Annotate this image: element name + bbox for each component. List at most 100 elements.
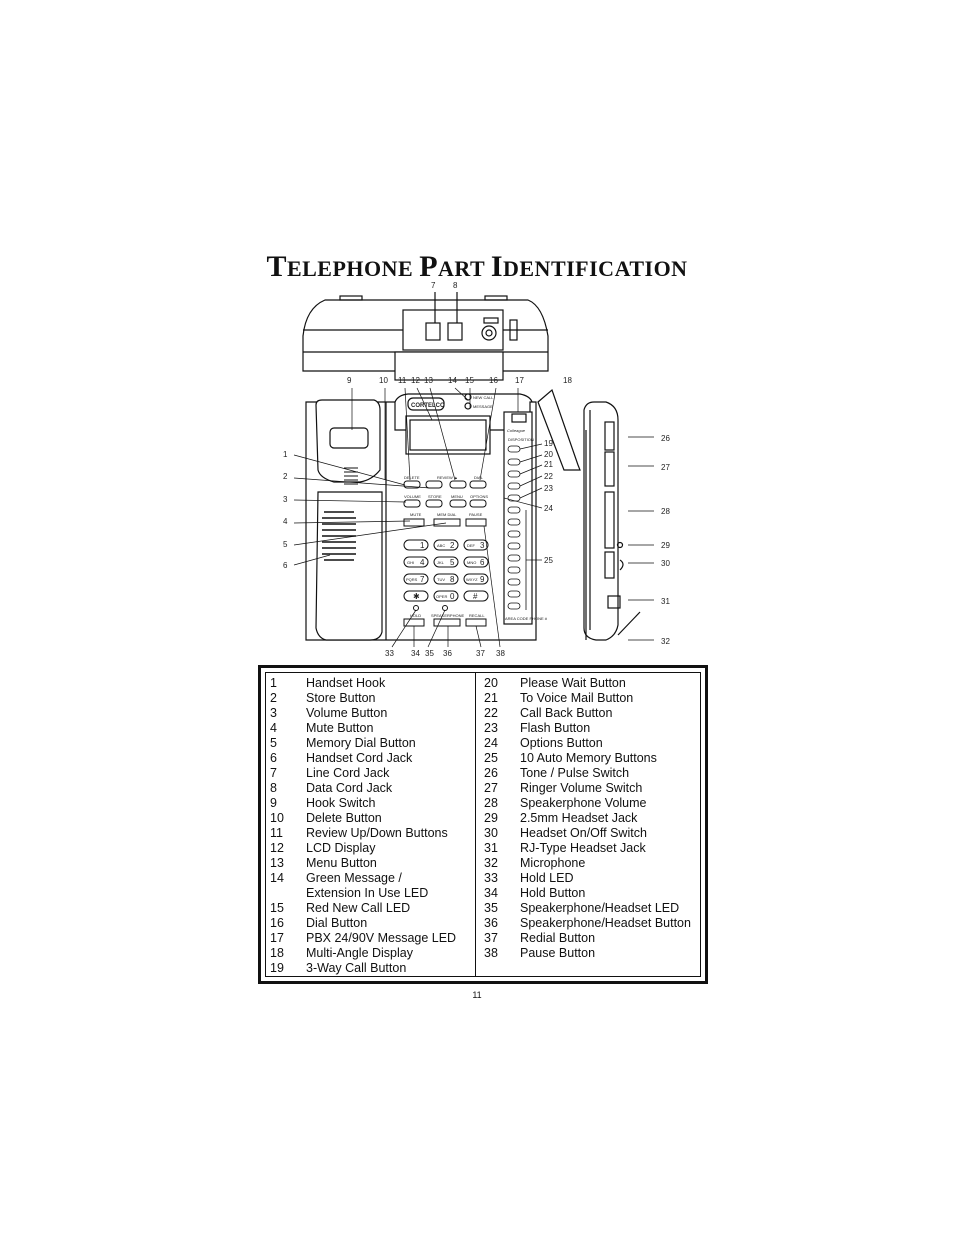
key-digit: 0 — [450, 592, 455, 601]
title-rest: ELEPHONE — [286, 256, 414, 281]
svg-text:WXYZ: WXYZ — [466, 577, 478, 582]
speakerphone-label: SPEAKERPHONE — [431, 613, 464, 618]
callout: 24 — [544, 504, 553, 513]
callout: 23 — [544, 484, 553, 493]
title-cap: T — [266, 250, 287, 283]
callout: 7 — [431, 281, 436, 290]
key-digit: 8 — [450, 575, 455, 584]
title-rest: DENTIFICATION — [503, 256, 688, 281]
pause-label: PAUSE — [469, 512, 483, 517]
rear-view — [302, 292, 549, 381]
callout: 15 — [465, 376, 474, 385]
callout: 8 — [453, 281, 458, 290]
menu-label: MENU — [451, 494, 463, 499]
callout: 32 — [661, 637, 670, 646]
callout: 29 — [661, 541, 670, 550]
svg-text:ABC: ABC — [437, 543, 445, 548]
callout: 5 — [283, 540, 288, 549]
svg-text:MNO: MNO — [467, 560, 476, 565]
area-code-label: AREA CODE PHONE # — [505, 616, 548, 621]
callout: 19 — [544, 439, 553, 448]
svg-text:TUV: TUV — [437, 577, 445, 582]
leader-lines — [293, 387, 654, 648]
lcd-display — [405, 415, 491, 455]
brand-logo: CORTELCO — [411, 403, 445, 409]
callout: 37 — [476, 649, 485, 658]
column-divider — [475, 673, 476, 976]
key-digit: 4 — [420, 558, 425, 567]
key-digit: 9 — [480, 575, 485, 584]
callout: 30 — [661, 559, 670, 568]
callout: 2 — [283, 472, 288, 481]
callout: 33 — [385, 649, 394, 658]
callout: 31 — [661, 597, 670, 606]
mem-dial-label: MEM DIAL — [437, 512, 457, 517]
key-digit: 3 — [480, 541, 485, 550]
svg-text:PQRS: PQRS — [406, 577, 418, 582]
svg-text:JKL: JKL — [437, 560, 445, 565]
callout: 13 — [424, 376, 433, 385]
phone-labels: CORTELCO NEW CALL MESSAGE Colleague DISP… — [404, 395, 548, 621]
volume-label: VOLUME — [404, 494, 421, 499]
recall-label: RECALL — [469, 613, 485, 618]
telephone-diagram: 7 8 9 10 11 12 13 14 15 16 17 18 1 2 3 4… — [283, 281, 670, 658]
callout: 10 — [379, 376, 388, 385]
page-number: 11 — [472, 990, 482, 1000]
page-title: TELEPHONE PART IDENTIFICATION — [0, 250, 954, 284]
key-digit: ✱ — [413, 592, 420, 601]
callout: 21 — [544, 460, 553, 469]
display-brand: Colleague — [507, 428, 526, 433]
title-cap: I — [490, 250, 503, 283]
callout: 35 — [425, 649, 434, 658]
callout: 1 — [283, 450, 288, 459]
svg-text:GHI: GHI — [407, 560, 414, 565]
key-digit: 5 — [450, 558, 455, 567]
side-view — [537, 388, 641, 641]
key-digit: 6 — [480, 558, 485, 567]
legend-row: Extension In Use LED — [306, 886, 429, 900]
callout: 17 — [515, 376, 524, 385]
review-label: REVIEW ▲ — [437, 475, 458, 480]
callout: 9 — [347, 376, 352, 385]
callout: 11 — [398, 376, 407, 385]
front-view — [305, 393, 537, 641]
key-digit: # — [473, 592, 478, 601]
dial-label: DIAL — [474, 475, 484, 480]
key-digit: 1 — [420, 541, 425, 550]
callout: 26 — [661, 434, 670, 443]
callout-numbers: 7 8 9 10 11 12 13 14 15 16 17 18 1 2 3 4… — [283, 281, 670, 658]
